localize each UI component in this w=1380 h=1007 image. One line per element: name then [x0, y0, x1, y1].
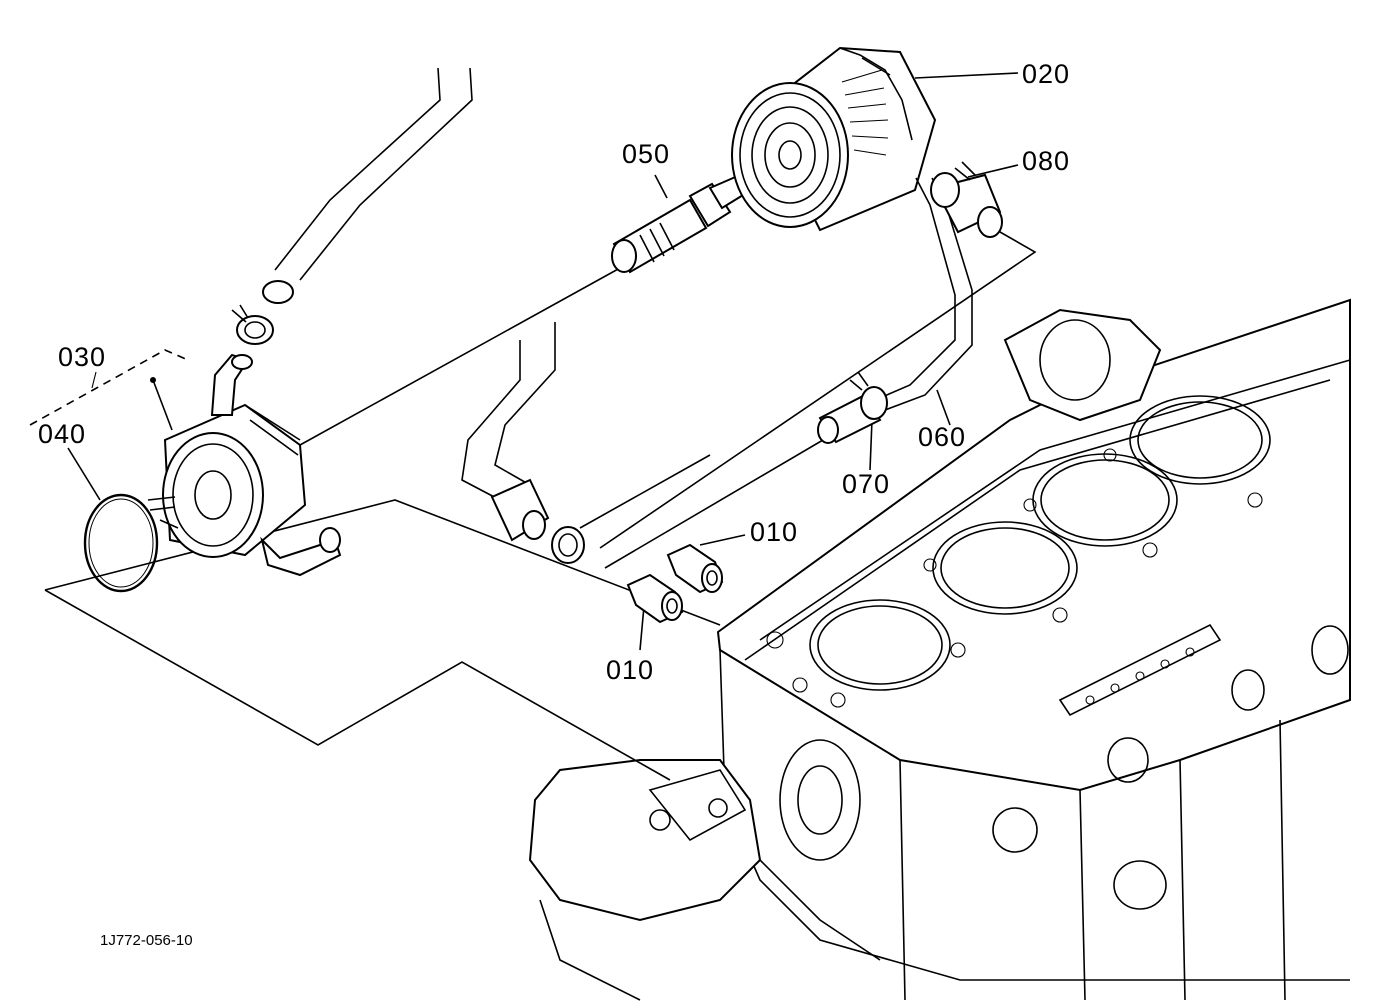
oil-cooler[interactable]: [147, 304, 342, 577]
leader-lines: [29, 72, 1037, 781]
plug-upper[interactable]: [666, 543, 724, 594]
label-hose-clamp-upper[interactable]: 080: [1022, 146, 1070, 176]
oil-filter[interactable]: [731, 46, 937, 232]
hose-clamp-lower[interactable]: [849, 371, 888, 420]
label-hose-clamp-lower[interactable]: 070: [842, 469, 890, 499]
label-plug-lower[interactable]: 010: [606, 655, 654, 685]
label-oil-cooler[interactable]: 030: [58, 342, 106, 372]
label-water-hose[interactable]: 060: [918, 422, 966, 452]
label-o-ring[interactable]: 040: [38, 419, 86, 449]
upper-hose: [262, 67, 473, 304]
pipe-joint[interactable]: [611, 173, 750, 274]
plug-lower[interactable]: [626, 573, 684, 624]
hose-clamp-upper[interactable]: [930, 161, 976, 208]
label-pipe-joint[interactable]: 050: [622, 139, 670, 169]
engine-block: [528, 298, 1351, 1001]
lower-hose: [461, 322, 585, 564]
drawing-code: 1J772-056-10: [100, 932, 193, 949]
label-oil-filter[interactable]: 020: [1022, 59, 1070, 89]
label-plug-upper[interactable]: 010: [750, 517, 798, 547]
o-ring[interactable]: [83, 493, 159, 593]
